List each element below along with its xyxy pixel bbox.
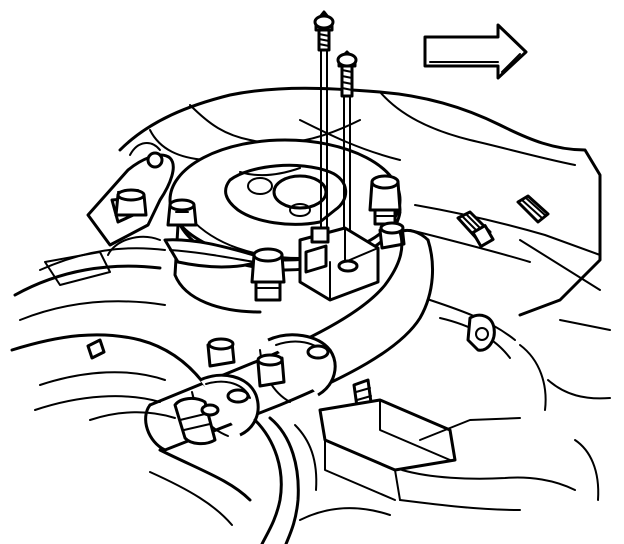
flange-bolt-icon — [250, 247, 286, 302]
hose-clamp-lower — [191, 373, 260, 437]
long-bolt-icon — [313, 10, 335, 231]
duct-connector — [173, 396, 220, 446]
clamp-screw-icon — [256, 353, 286, 388]
sensor-bracket — [298, 226, 380, 302]
flange-boss — [129, 142, 161, 156]
fitting-icon — [516, 194, 550, 224]
clamp-screw-icon — [206, 337, 236, 368]
bracket-bolt-icon — [114, 188, 148, 217]
flange-bolt-icon — [368, 174, 402, 226]
flange-bolt-icon — [166, 198, 198, 227]
intake-runners — [10, 235, 207, 421]
direction-arrow-icon — [423, 23, 528, 80]
stud-nut-icon — [378, 221, 406, 250]
hose-clamp-upper — [259, 333, 337, 403]
engine-block — [118, 86, 602, 359]
long-bolt-icon — [336, 50, 358, 251]
right-side-components — [519, 319, 611, 501]
lower-bracket — [318, 398, 457, 501]
fitting-icon — [456, 210, 495, 248]
wiring-harness — [253, 416, 318, 544]
bracket-bolt-icon — [466, 313, 496, 352]
lower-hoses — [149, 417, 576, 526]
